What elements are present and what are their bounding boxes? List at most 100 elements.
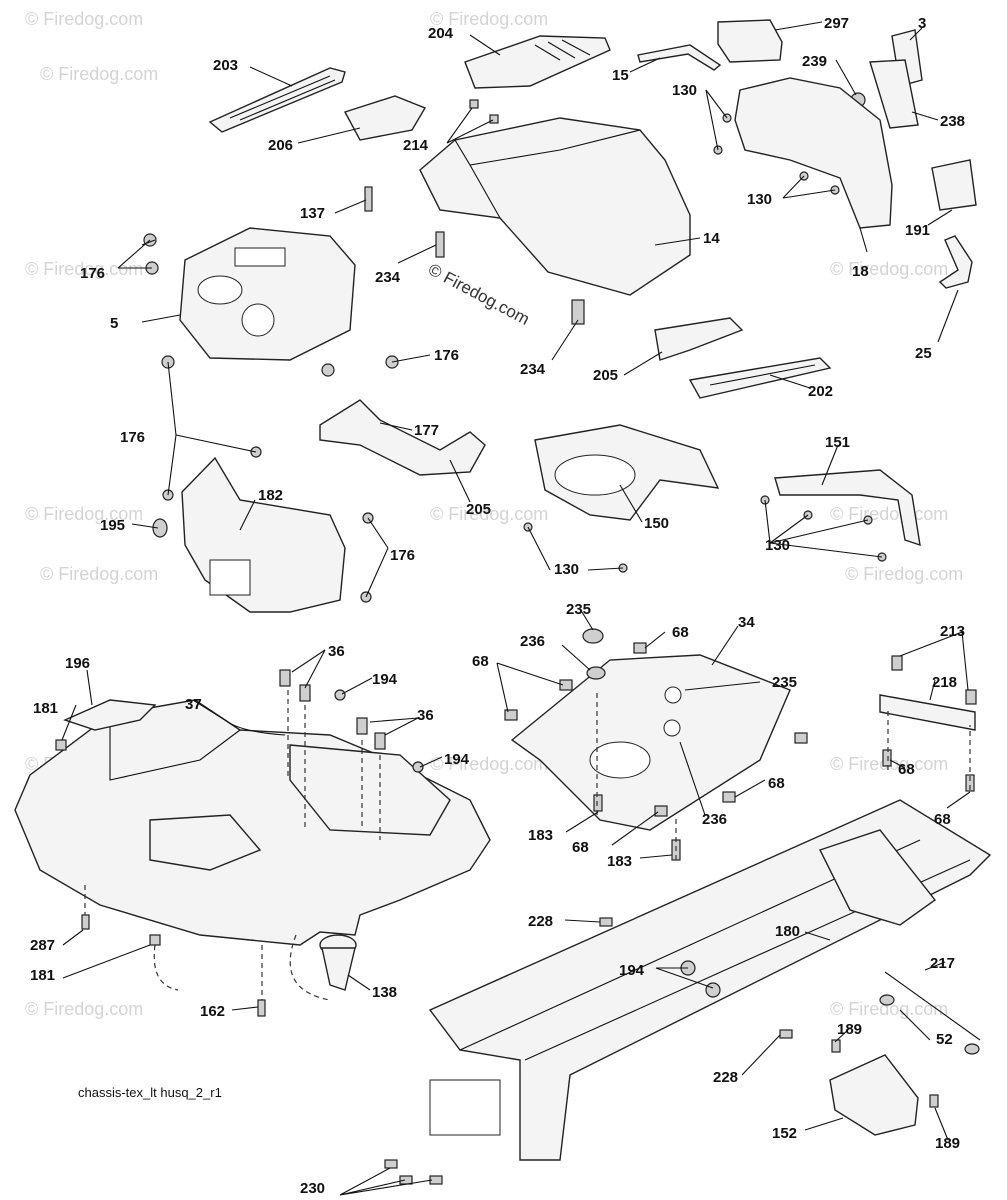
label-18: 18 — [852, 263, 869, 280]
label-239: 239 — [802, 53, 827, 70]
watermark: © Firedog.com — [40, 64, 158, 84]
callout-labels: 203 204 297 3 15 239 206 214 130 238 137… — [30, 15, 965, 1197]
label-36: 36 — [417, 707, 434, 724]
part-15-strip — [637, 44, 722, 71]
label-52: 52 — [936, 1031, 953, 1048]
seat-opening — [289, 744, 451, 836]
part-25-strip — [938, 235, 973, 289]
label-68: 68 — [472, 653, 489, 670]
part-206-bracket — [343, 95, 427, 141]
label-180: 180 — [775, 923, 800, 940]
label-235: 235 — [566, 601, 591, 618]
label-181: 181 — [30, 967, 55, 984]
label-214: 214 — [403, 137, 429, 154]
label-177: 177 — [414, 422, 439, 439]
label-15: 15 — [612, 67, 629, 84]
part-182-panel — [181, 456, 346, 613]
watermark: © Firedog.com — [430, 754, 548, 774]
label-150: 150 — [644, 515, 669, 532]
label-196: 196 — [65, 655, 90, 672]
label-137: 137 — [300, 205, 325, 222]
label-195: 195 — [100, 517, 125, 534]
part-204-cover — [464, 35, 611, 89]
label-230: 230 — [300, 1180, 325, 1197]
label-194: 194 — [444, 751, 470, 768]
watermark: © Firedog.com — [430, 9, 548, 29]
label-68: 68 — [898, 761, 915, 778]
part-203-grille — [208, 67, 346, 133]
label-218: 218 — [932, 674, 957, 691]
part-137-pin — [364, 186, 373, 212]
label-182: 182 — [258, 487, 283, 504]
label-183: 183 — [528, 827, 553, 844]
label-234: 234 — [520, 361, 546, 378]
part-214-clip — [489, 114, 499, 124]
label-228: 228 — [528, 913, 553, 930]
leader-lines — [61, 21, 971, 1196]
label-36: 36 — [328, 643, 345, 660]
label-189: 189 — [837, 1021, 862, 1038]
label-287: 287 — [30, 937, 55, 954]
label-37: 37 — [185, 696, 202, 713]
label-130: 130 — [554, 561, 579, 578]
label-152: 152 — [772, 1125, 797, 1142]
part-218-bracket — [879, 694, 976, 731]
part-234-clip — [435, 231, 445, 258]
part-205-bracket — [319, 399, 486, 476]
watermark: © Firedog.com — [25, 504, 143, 524]
part-151-bracket — [774, 469, 921, 547]
label-236: 236 — [702, 811, 727, 828]
label-217: 217 — [930, 955, 955, 972]
label-206: 206 — [268, 137, 293, 154]
part-205-strip — [654, 317, 744, 361]
label-68: 68 — [768, 775, 785, 792]
label-34: 34 — [738, 614, 755, 631]
label-228: 228 — [713, 1069, 738, 1086]
watermark: © Firedog.com — [40, 564, 158, 584]
label-194: 194 — [372, 671, 398, 688]
center-watermark: © Firedog.com — [425, 260, 533, 329]
label-189: 189 — [935, 1135, 960, 1152]
label-205: 205 — [466, 501, 491, 518]
label-3: 3 — [918, 15, 926, 32]
label-203: 203 — [213, 57, 238, 74]
frame-bracket — [819, 829, 937, 926]
label-236: 236 — [520, 633, 545, 650]
label-213: 213 — [940, 623, 965, 640]
part-18-dash — [734, 77, 893, 229]
label-68: 68 — [672, 624, 689, 641]
label-176: 176 — [120, 429, 145, 446]
label-183: 183 — [607, 853, 632, 870]
label-68: 68 — [572, 839, 589, 856]
label-162: 162 — [200, 1003, 225, 1020]
part-196-cover — [63, 699, 157, 731]
diagram-caption: chassis-tex_lt husq_2_r1 — [78, 1085, 222, 1100]
watermark: © Firedog.com — [830, 504, 948, 524]
watermark: © Firedog.com — [830, 259, 948, 279]
part-234-clip — [571, 299, 585, 325]
label-205: 205 — [593, 367, 618, 384]
part-236-washer — [586, 666, 606, 680]
watermark: © Firedog.com — [430, 504, 548, 524]
label-235: 235 — [772, 674, 797, 691]
watermark: © Firedog.com — [25, 999, 143, 1019]
watermark: © Firedog.com — [845, 564, 963, 584]
label-14: 14 — [703, 230, 720, 247]
parts-layer — [14, 19, 992, 1185]
label-234: 234 — [375, 269, 401, 286]
part-297-lens — [717, 19, 783, 63]
label-5: 5 — [110, 315, 118, 332]
label-181: 181 — [33, 700, 58, 717]
label-238: 238 — [940, 113, 965, 130]
label-130: 130 — [765, 537, 790, 554]
part-202-grille — [688, 357, 832, 399]
part-235-washer — [582, 628, 604, 644]
label-194: 194 — [619, 962, 645, 979]
part-5-console — [179, 227, 356, 361]
label-25: 25 — [915, 345, 932, 362]
label-138: 138 — [372, 984, 397, 1001]
label-151: 151 — [825, 434, 850, 451]
part-34-plate — [510, 654, 791, 831]
label-176: 176 — [80, 265, 105, 282]
